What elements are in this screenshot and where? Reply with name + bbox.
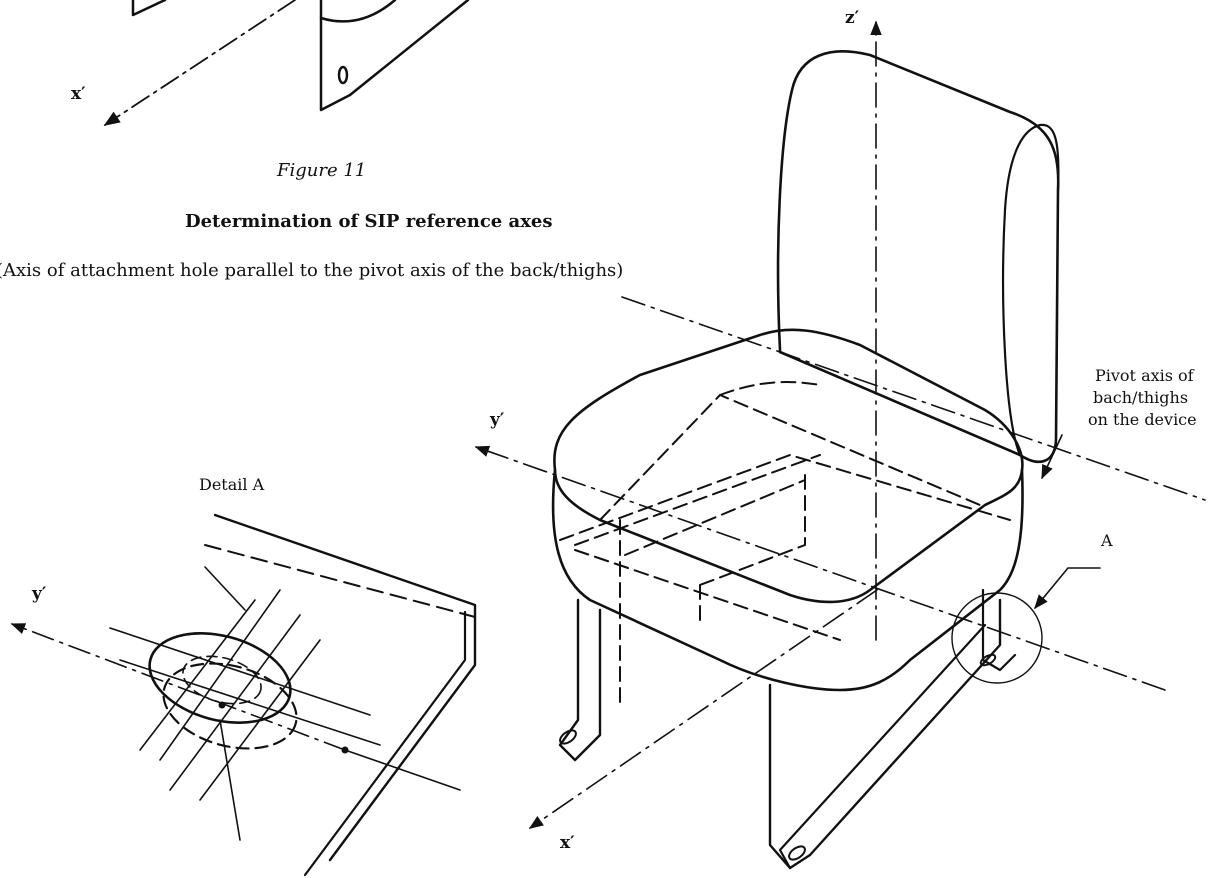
x-axis-top xyxy=(103,0,296,126)
cushion-edge xyxy=(319,0,397,23)
plate-outline xyxy=(213,513,477,862)
x-axis-main xyxy=(528,589,878,829)
leg-plate xyxy=(319,16,352,112)
figure-title: Figure 11 xyxy=(277,160,367,181)
y-prime-detail-label: y′ xyxy=(32,584,47,604)
backrest-side xyxy=(1002,123,1060,457)
pivot-axis xyxy=(621,296,1206,501)
axis-point xyxy=(341,746,349,754)
callout-a-leader xyxy=(1034,567,1101,610)
pivot-leader xyxy=(1041,434,1063,480)
detail-a-drawing xyxy=(10,513,477,877)
detail-a-circle xyxy=(951,592,1043,684)
leg-rail xyxy=(348,0,470,97)
y-axis-detail-tail xyxy=(344,749,461,791)
previous-figure-fragment xyxy=(103,0,470,126)
figure-subtitle: Determination of SIP reference axes xyxy=(185,211,553,232)
front-left-leg-hole xyxy=(559,729,577,745)
plate-hidden-edge xyxy=(204,544,476,618)
rear-bracket xyxy=(981,588,1017,672)
hole-center-point xyxy=(218,701,226,709)
bracket-edge xyxy=(131,0,167,17)
pivot-label-line1: Pivot axis of xyxy=(1095,366,1194,385)
hole-inner xyxy=(182,655,262,705)
hidden-rail xyxy=(624,479,806,556)
hidden-frame xyxy=(559,381,1011,706)
detail-a-label: Detail A xyxy=(199,475,265,494)
x-prime-top-label: x′ xyxy=(71,84,86,104)
seat-drawing xyxy=(474,20,1206,870)
callout-a-label: A xyxy=(1101,531,1113,550)
seat-cushion-side xyxy=(551,468,1024,692)
attachment-hole xyxy=(337,65,349,85)
front-right-leg-hole xyxy=(788,845,806,861)
z-prime-label: z′ xyxy=(845,8,860,28)
x-prime-main-label: x′ xyxy=(560,833,575,853)
figure-caption: (Axis of attachment hole parallel to the… xyxy=(0,260,624,281)
pivot-label-line2: bach/thighs xyxy=(1093,388,1189,407)
plate-edge xyxy=(303,610,467,877)
front-right-leg xyxy=(768,598,1002,870)
pivot-label-line3: on the device xyxy=(1088,410,1197,429)
front-right-leg-rail xyxy=(778,623,987,870)
y-prime-main-label: y′ xyxy=(490,410,505,430)
hole-bottom xyxy=(162,662,298,750)
front-left-leg xyxy=(558,598,602,762)
construction-lines xyxy=(109,566,381,841)
y-axis-detail xyxy=(10,623,346,751)
seat-cushion-top xyxy=(553,328,1024,604)
rear-bracket-hole xyxy=(979,653,997,667)
backrest xyxy=(776,50,1060,464)
y-axis-main xyxy=(474,445,1166,691)
